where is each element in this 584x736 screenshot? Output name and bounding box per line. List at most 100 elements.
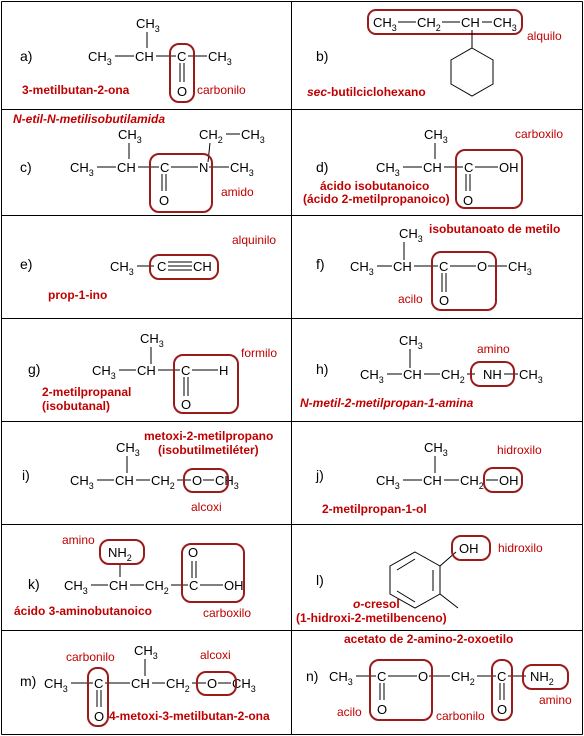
- atom-ch: CH: [403, 367, 422, 382]
- atom-ch3-left: CH3: [360, 367, 384, 385]
- cell-letter: h): [316, 361, 328, 377]
- atom-o: O: [181, 397, 191, 412]
- atom-ch3-top: CH3: [140, 331, 164, 349]
- compound-name: 4-metoxi-3-metilbutan-2-ona: [109, 709, 270, 723]
- cell-k: amino NH2 O k) CH3 CH CH2 C OH ácido 3-a…: [14, 533, 251, 620]
- atom-o: O: [159, 193, 169, 208]
- cell-letter: g): [28, 361, 40, 377]
- compound-name: prop-1-ino: [48, 288, 107, 302]
- compound-name-line1: o-cresol: [353, 597, 400, 611]
- atom-o-ester: O: [418, 669, 428, 684]
- group-label-carbonyl: carbonilo: [66, 650, 115, 664]
- group-highlight-box: [470, 361, 515, 387]
- compound-name: N-metil-2-metilpropan-1-amina: [300, 396, 474, 410]
- atom-o1: O: [377, 702, 387, 717]
- cell-letter: a): [20, 48, 32, 64]
- atom-ch3-a: CH3: [373, 15, 397, 33]
- atom-oh: OH: [224, 578, 244, 593]
- atom-c: C: [160, 160, 169, 175]
- atom-ch3: CH3: [110, 259, 134, 277]
- atom-ch3: CH3: [329, 669, 353, 687]
- atom-o: O: [192, 473, 202, 488]
- group-highlight-box-carbonyl: [87, 667, 109, 727]
- group-label-carboxyl: carboxilo: [203, 606, 251, 620]
- atom-c: C: [157, 259, 166, 274]
- compound-name: N-etil-N-metilisobutilamida: [13, 112, 165, 126]
- atom-ch3-left: CH3: [70, 473, 94, 491]
- group-highlight-box-carboxyl: [181, 543, 245, 603]
- atom-ch3-top: CH3: [134, 643, 158, 661]
- cell-letter: f): [316, 256, 325, 272]
- cell-letter: e): [20, 256, 32, 272]
- compound-name: isobutanoato de metilo: [429, 222, 560, 236]
- cell-h: h) CH3 CH3 CH CH2 NH CH3 amino N-metil-2…: [300, 333, 543, 410]
- atom-nh2: NH2: [108, 545, 132, 563]
- group-highlight-box: [451, 535, 491, 561]
- atom-ch3-left: CH3: [376, 473, 400, 491]
- compound-name-line2: (1-hidroxi-2-metilbenceno): [296, 611, 447, 625]
- compound-name-line2: (ácido 2-metilpropanoico): [303, 192, 450, 206]
- atom-ch3-left: CH3: [88, 49, 112, 67]
- atom-ch: CH: [109, 578, 128, 593]
- atom-ch2: CH2: [151, 473, 175, 491]
- bond: [439, 551, 457, 567]
- group-label: alquilo: [527, 29, 562, 43]
- cell-c: N-etil-N-metilisobutilamida c) CH3 CH2 C…: [13, 112, 265, 213]
- compound-name: ácido 3-aminobutanoico: [14, 604, 152, 618]
- cell-j: j) CH3 CH3 CH CH2 OH hidroxilo 2-metilpr…: [315, 440, 542, 516]
- atom-c: C: [177, 49, 186, 64]
- cell-l: l) OH hidroxilo o-cresol (1-hidroxi-2-me…: [296, 535, 543, 625]
- cell-a: a) CH3 CH3 CH C CH3 O carbonilo 3-metilb…: [20, 16, 246, 103]
- atom-nh: NH: [483, 367, 502, 382]
- group-highlight-box: [173, 354, 239, 414]
- compound-name-line2: (isobutilmetiléter): [158, 443, 259, 457]
- cell-n: acetato de 2-amino-2-oxoetilo n) CH3 C O…: [306, 632, 572, 723]
- atom-o: O: [177, 84, 187, 99]
- atom-ch3-right: CH3: [519, 367, 543, 385]
- atom-o-ester: O: [477, 259, 487, 274]
- group-label: carbonilo: [197, 83, 246, 97]
- bond: [396, 558, 416, 571]
- group-label: formilo: [241, 346, 277, 360]
- group-highlight-box: [149, 153, 213, 213]
- atom-ch3-top: CH3: [136, 16, 160, 34]
- atom-ch3-right: CH3: [508, 259, 532, 277]
- group-highlight-box-carbonyl: [491, 659, 513, 721]
- cyclohexane-ring: [450, 47, 494, 97]
- compound-name-line1: metoxi-2-metilpropano: [144, 429, 273, 443]
- atom-ch: CH: [135, 49, 154, 64]
- atom-nh2: NH2: [530, 669, 554, 687]
- compound-name: 2-metilpropan-1-ol: [322, 502, 427, 516]
- atom-ch2-top: CH2: [199, 127, 223, 145]
- group-label-amino: amino: [62, 533, 95, 547]
- group-highlight-box: [431, 251, 497, 311]
- group-highlight-box: [169, 43, 195, 103]
- atom-ch3-left: CH3: [350, 259, 374, 277]
- group-highlight-box-acyl: [369, 659, 433, 721]
- cell-letter: i): [22, 467, 30, 483]
- cell-letter: n): [306, 668, 318, 684]
- atom-ch: CH: [117, 160, 136, 175]
- group-label: amido: [221, 185, 254, 199]
- atom-o: O: [439, 293, 449, 308]
- atom-o: O: [188, 545, 198, 560]
- cell-m: carbonilo alcoxi CH3 m) CH3 C CH CH2 O C…: [20, 643, 270, 727]
- group-label: hidroxilo: [497, 443, 542, 457]
- atom-ch: CH: [393, 259, 412, 274]
- atom-ch: CH: [193, 259, 212, 274]
- cell-letter: j): [315, 467, 324, 483]
- cell-letter: k): [28, 576, 40, 592]
- atom-ch: CH: [423, 160, 442, 175]
- atom-ch2: CH2: [166, 676, 190, 694]
- atom-ch3-b: CH3: [493, 15, 517, 33]
- atom-ch3-top: CH3: [399, 333, 423, 351]
- cell-letter: b): [316, 48, 328, 64]
- atom-c: C: [439, 259, 448, 274]
- cell-b: b) CH3 CH2 CH CH3 alquilo sec-butilciclo…: [307, 9, 562, 99]
- group-highlight-box-amino: [99, 539, 145, 565]
- atom-h: H: [219, 363, 228, 378]
- atom-ch3-top: CH3: [424, 127, 448, 145]
- group-label: acilo: [398, 292, 423, 306]
- atom-ch3-ethyl: CH3: [241, 127, 265, 145]
